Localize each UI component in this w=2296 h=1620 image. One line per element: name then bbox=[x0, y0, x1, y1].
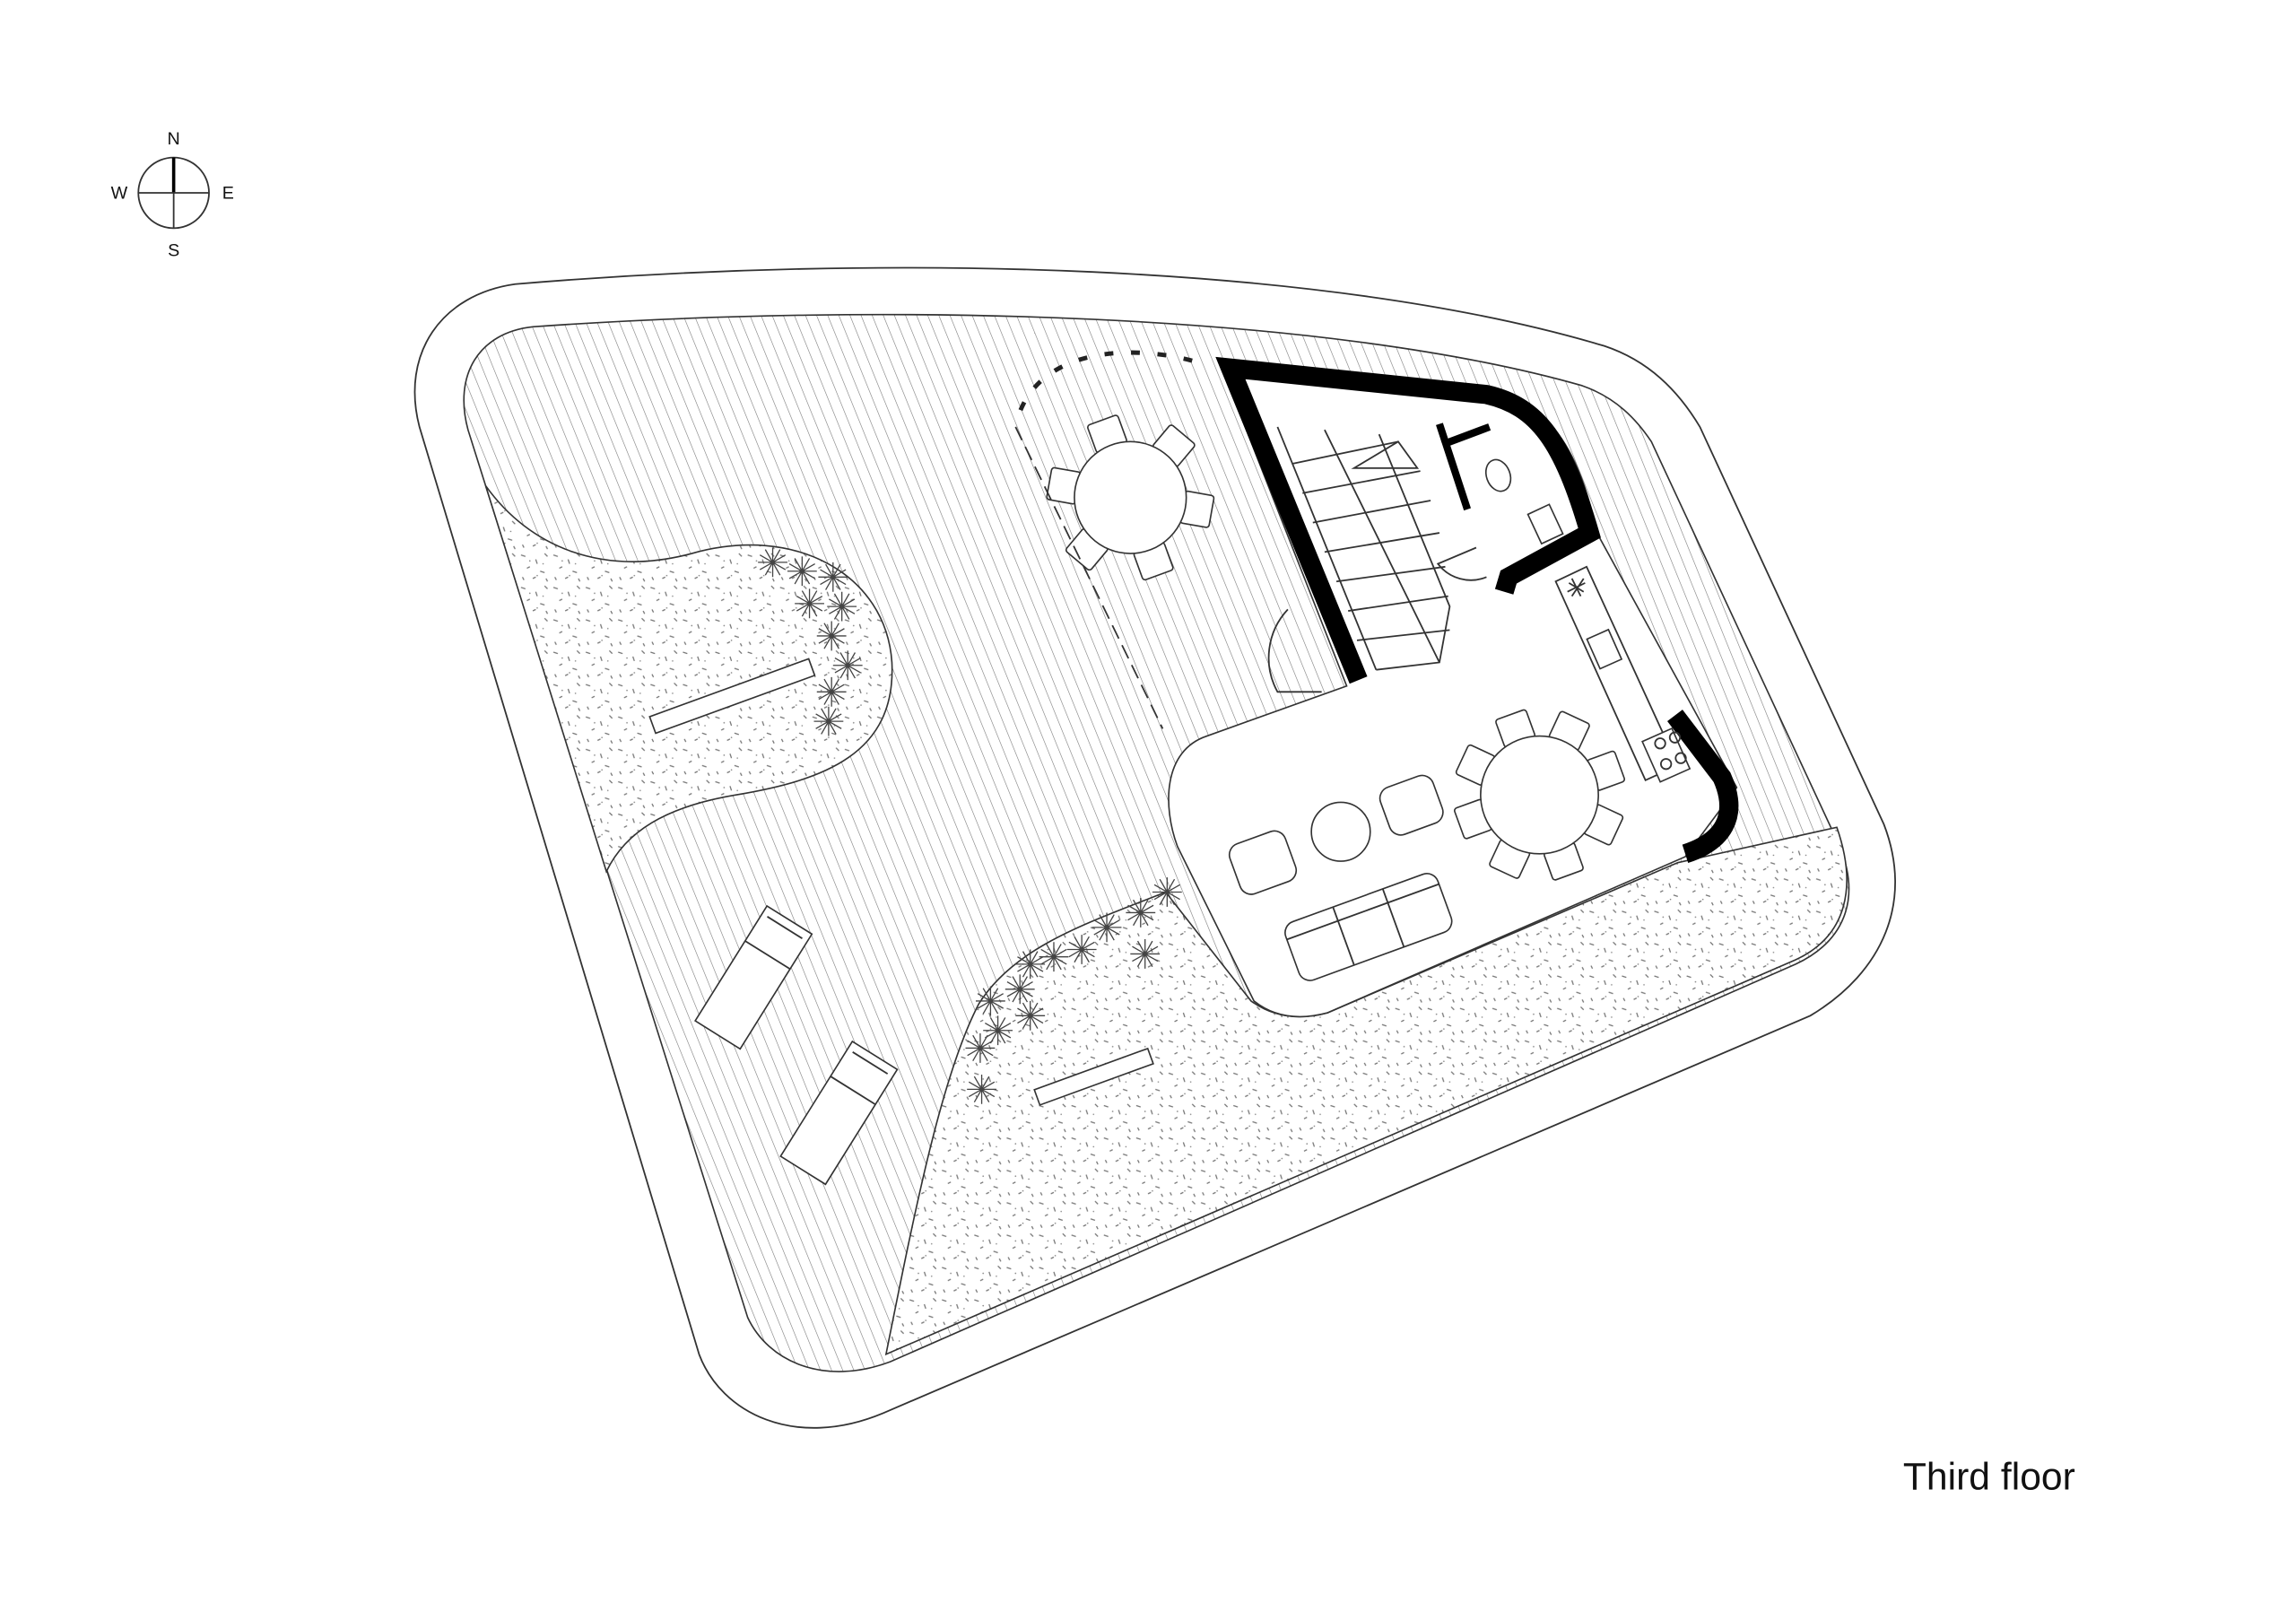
grass-plant-icon bbox=[983, 1015, 1013, 1046]
ornamental-grass-plants bbox=[758, 547, 1182, 1104]
garden-bench-south bbox=[1033, 1047, 1154, 1106]
grass-plant-icon bbox=[816, 621, 847, 651]
grass-plant-icon bbox=[758, 547, 787, 578]
indoor-round-table bbox=[1480, 735, 1599, 855]
washbasin bbox=[1526, 503, 1564, 545]
grass-plant-icon bbox=[832, 650, 863, 681]
grass-plant-icon bbox=[1015, 1000, 1046, 1031]
grass-plant-icon bbox=[1091, 912, 1122, 943]
grass-plant-icon bbox=[1130, 939, 1161, 969]
kitchen-sink bbox=[1586, 628, 1623, 670]
grass-plant-icon bbox=[787, 556, 817, 587]
armchair-left bbox=[1228, 830, 1298, 895]
compass-e-label: E bbox=[222, 184, 234, 204]
grass-plant-icon bbox=[818, 562, 848, 592]
kitchen-curved-wall bbox=[1667, 710, 1739, 863]
outdoor-dining-set bbox=[1046, 414, 1215, 581]
pergola-guide-line bbox=[1014, 426, 1164, 729]
garden-bench-west bbox=[648, 658, 816, 735]
grass-plant-icon bbox=[976, 986, 1005, 1016]
armchair-right bbox=[1378, 774, 1444, 836]
kitchen-fan-icon bbox=[1567, 578, 1586, 597]
kitchen-counter bbox=[1554, 565, 1692, 783]
grass-plant-icon bbox=[1015, 949, 1046, 980]
sun-lounger-2 bbox=[779, 1040, 899, 1186]
grass-plant-icon bbox=[1039, 942, 1069, 972]
gravel-garden-west bbox=[484, 485, 893, 874]
staircase bbox=[1276, 426, 1451, 671]
toilet-partition-wall bbox=[1436, 422, 1492, 511]
grass-plant-icon bbox=[965, 1033, 996, 1063]
toilet bbox=[1484, 458, 1512, 492]
compass-n-label: N bbox=[168, 129, 180, 149]
cooktop bbox=[1641, 727, 1692, 783]
sofa bbox=[1284, 873, 1453, 981]
stair-core-wall bbox=[1215, 356, 1601, 684]
drawing-title: Third floor bbox=[1903, 1456, 2075, 1499]
roof-parapet-outer bbox=[413, 266, 1896, 1429]
grass-plant-icon bbox=[967, 1074, 996, 1104]
coffee-table bbox=[1310, 801, 1371, 862]
grass-plant-icon bbox=[813, 706, 844, 736]
sun-lounger-1 bbox=[694, 904, 813, 1050]
grass-plant-icon bbox=[1152, 877, 1182, 907]
grass-plant-icon bbox=[1004, 974, 1035, 1005]
indoor-dining-set bbox=[1454, 709, 1626, 881]
grass-plant-icon bbox=[795, 588, 824, 619]
grass-plant-icon bbox=[1126, 898, 1156, 928]
dashed-pergola-outline bbox=[1013, 350, 1193, 428]
terrace-door-swing bbox=[1267, 608, 1322, 693]
north-arrow-compass: N S W E bbox=[111, 129, 234, 261]
gravel-garden-south bbox=[884, 826, 1848, 1356]
grass-plant-icon bbox=[827, 591, 857, 622]
bathroom-door-swing bbox=[1436, 546, 1487, 581]
compass-w-label: W bbox=[111, 184, 128, 204]
grass-plant-icon bbox=[1066, 935, 1097, 964]
grass-plant-icon bbox=[816, 676, 847, 707]
outdoor-round-table bbox=[1074, 440, 1187, 554]
compass-s-label: S bbox=[168, 241, 179, 261]
